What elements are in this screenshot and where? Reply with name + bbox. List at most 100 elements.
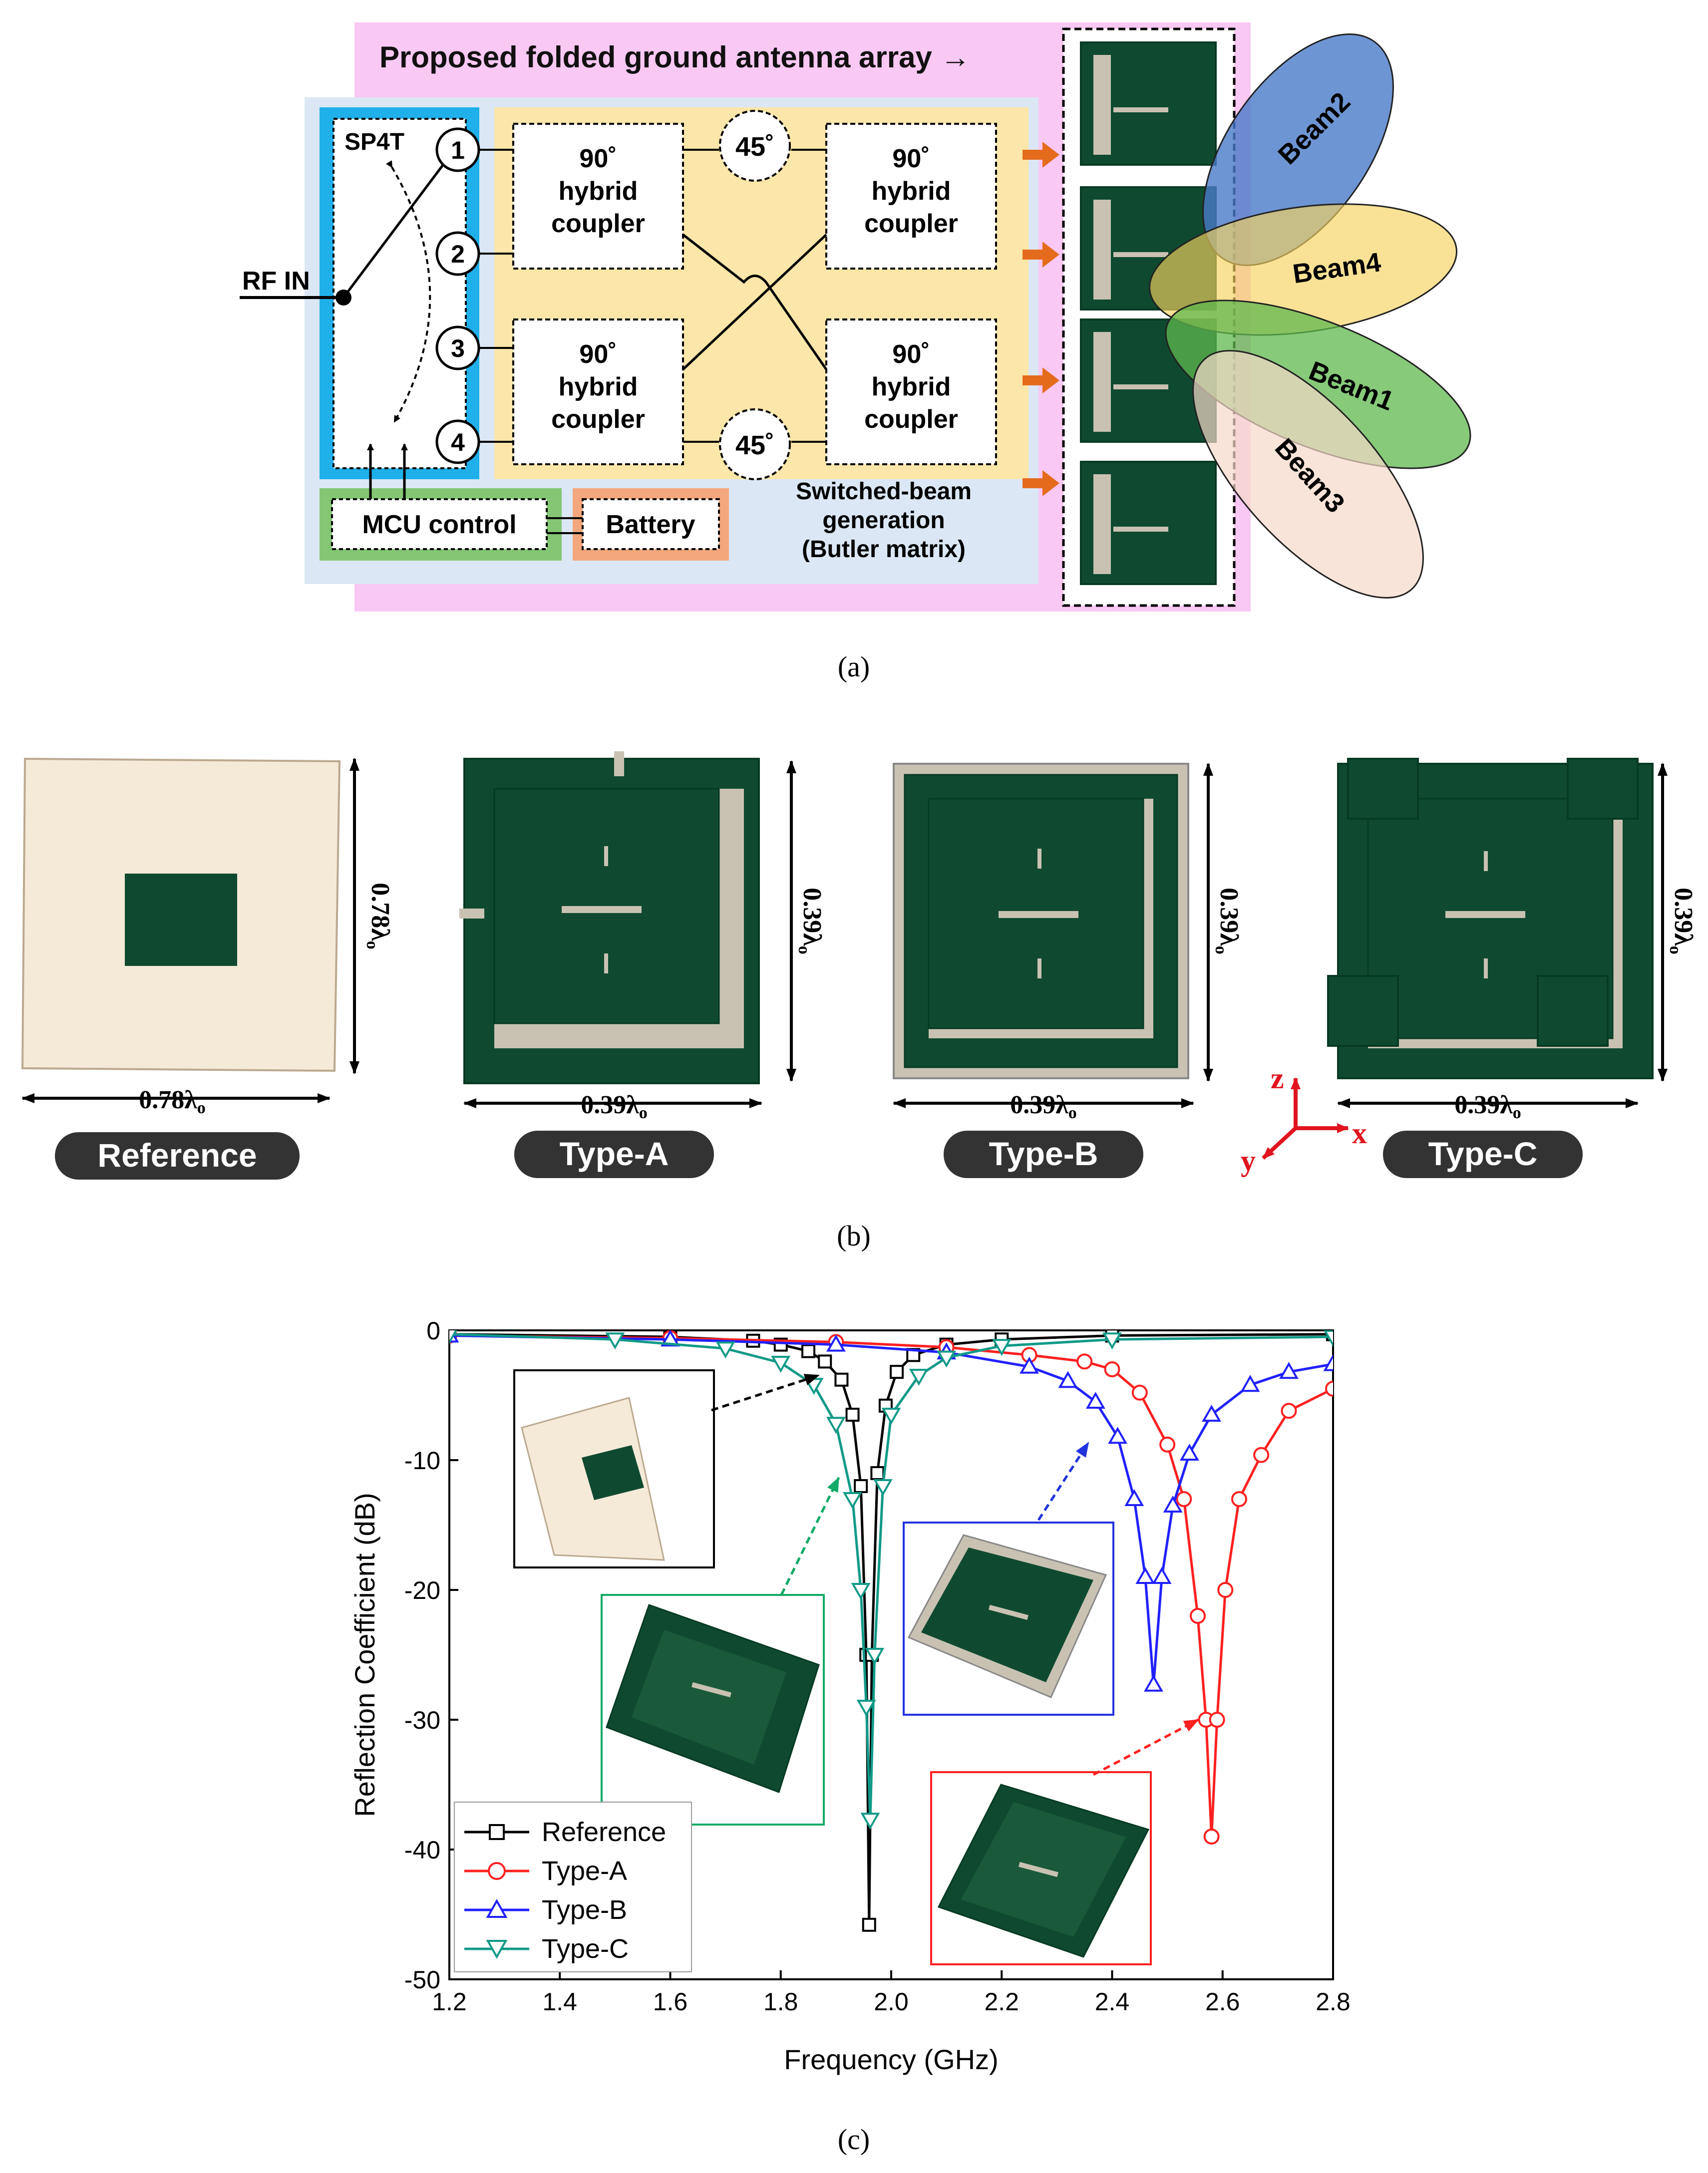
data-point-reference [862, 1917, 876, 1932]
port-3: 3 [435, 325, 480, 370]
data-point-type-b [1058, 1371, 1078, 1388]
data-point-type-c [605, 1332, 625, 1350]
data-point-type-b [1179, 1443, 1199, 1461]
data-point-type-a [1104, 1361, 1120, 1377]
caption-b: (b) [837, 1220, 871, 1252]
hybrid-coupler-3: 90˚ hybrid coupler [512, 318, 684, 465]
svg-text:Reference: Reference [542, 1817, 666, 1847]
type-a-antenna: 0.39λo 0.39λo Type-A [459, 751, 826, 1178]
data-point-type-b [1020, 1356, 1039, 1374]
inset-reference [513, 1369, 820, 1568]
svg-text:hybrid: hybrid [559, 372, 638, 401]
inset-type-c [601, 1477, 840, 1826]
sp4t-label: SP4T [344, 129, 404, 155]
butler-label-2: generation [822, 507, 945, 534]
axis-x-label: x [1352, 1117, 1367, 1150]
y-tick-label: -20 [404, 1576, 440, 1604]
svg-text:1: 1 [451, 136, 465, 164]
data-point-type-a [1325, 1381, 1333, 1397]
data-point-type-b [1202, 1404, 1222, 1422]
y-tick-label: -50 [404, 1966, 440, 1994]
data-point-type-a [1217, 1582, 1234, 1598]
svg-text:3: 3 [451, 334, 465, 362]
svg-text:2: 2 [451, 240, 465, 268]
hybrid-coupler-2: 90˚ hybrid coupler [825, 123, 997, 270]
label-type-a: Type-A [560, 1135, 669, 1172]
svg-text:90˚: 90˚ [892, 340, 930, 369]
legend-type-b: Type-B [464, 1895, 627, 1925]
data-point-type-c [909, 1369, 929, 1386]
caption-a: (a) [838, 650, 870, 683]
y-tick-label: -30 [404, 1706, 440, 1734]
type-b-dim-vertical: 0.39λo [1212, 888, 1243, 954]
sp4t-inner [333, 118, 467, 469]
svg-text:hybrid: hybrid [872, 372, 951, 401]
phase-shifter-bottom: 45˚ [719, 408, 791, 480]
array-element-1 [1080, 41, 1217, 166]
data-point-type-b [1085, 1391, 1105, 1409]
data-point-type-c [856, 1700, 876, 1717]
data-point-reference [854, 1479, 868, 1493]
data-point-type-b [1240, 1375, 1260, 1392]
type-c-dim-horizontal: 0.39λo [1454, 1091, 1521, 1122]
data-point-reference [845, 1408, 860, 1422]
data-point-type-a [1253, 1447, 1270, 1463]
data-point-type-c [826, 1417, 846, 1434]
x-tick-label: 2.0 [874, 1988, 909, 2016]
data-point-type-c [992, 1339, 1012, 1356]
x-tick-label: 2.2 [984, 1988, 1019, 2016]
data-point-reference [818, 1354, 832, 1369]
data-point-type-b [1108, 1427, 1128, 1444]
data-point-reference [801, 1344, 816, 1358]
data-point-type-c [937, 1350, 957, 1368]
y-tick-label: -40 [404, 1836, 440, 1864]
data-point-type-c [851, 1583, 871, 1600]
data-point-type-c [843, 1492, 863, 1510]
data-point-reference [890, 1365, 904, 1379]
legend-type-c: Type-C [464, 1934, 629, 1964]
type-a-dim-horizontal: 0.39λo [581, 1091, 648, 1122]
x-tick-label: 2.4 [1095, 1988, 1130, 2016]
port-4: 4 [435, 419, 480, 464]
svg-text:coupler: coupler [864, 209, 958, 238]
hybrid-coupler-1: 90˚ hybrid coupler [512, 123, 684, 270]
svg-text:90˚: 90˚ [892, 144, 930, 173]
svg-text:90˚: 90˚ [579, 144, 617, 173]
svg-text:45˚: 45˚ [735, 132, 774, 162]
data-point-type-c [873, 1479, 893, 1497]
type-a-dim-vertical: 0.39λo [795, 888, 826, 954]
x-tick-label: 1.2 [432, 1988, 467, 2016]
crossover-line-2 [682, 234, 827, 370]
hybrid-coupler-4: 90˚ hybrid coupler [825, 318, 997, 465]
data-point-type-a [1131, 1384, 1148, 1401]
data-point-type-c [1324, 1330, 1333, 1347]
data-point-type-b [1144, 1674, 1163, 1692]
type-b-antenna: 0.39λo 0.39λo Type-B [893, 763, 1243, 1178]
port-2: 2 [435, 231, 480, 276]
data-point-type-b [1323, 1354, 1333, 1371]
phase-shifter-top: 45˚ [719, 110, 791, 182]
legend-type-a: Type-A [464, 1856, 627, 1886]
array-element-4 [1080, 461, 1217, 585]
rf-in-label: RF IN [242, 267, 310, 296]
data-point-type-b [1124, 1489, 1144, 1506]
label-type-b: Type-B [989, 1135, 1098, 1172]
reference-antenna: 0.78λo 0.78λo Reference [21, 757, 394, 1180]
svg-text:coupler: coupler [551, 209, 645, 238]
series-line-type-c [449, 1333, 1333, 1821]
data-point-type-c [715, 1341, 735, 1359]
svg-text:90˚: 90˚ [579, 340, 617, 369]
series-line-type-b [449, 1334, 1333, 1686]
data-point-type-c [865, 1648, 885, 1665]
label-reference: Reference [97, 1137, 257, 1174]
ref-dim-vertical: 0.78λo [363, 883, 394, 949]
data-point-type-c [1102, 1332, 1122, 1350]
port-1: 1 [435, 127, 480, 172]
data-point-type-c [860, 1813, 880, 1830]
svg-text:hybrid: hybrid [872, 177, 951, 206]
data-point-type-c [771, 1356, 791, 1373]
x-tick-label: 1.6 [653, 1988, 688, 2016]
